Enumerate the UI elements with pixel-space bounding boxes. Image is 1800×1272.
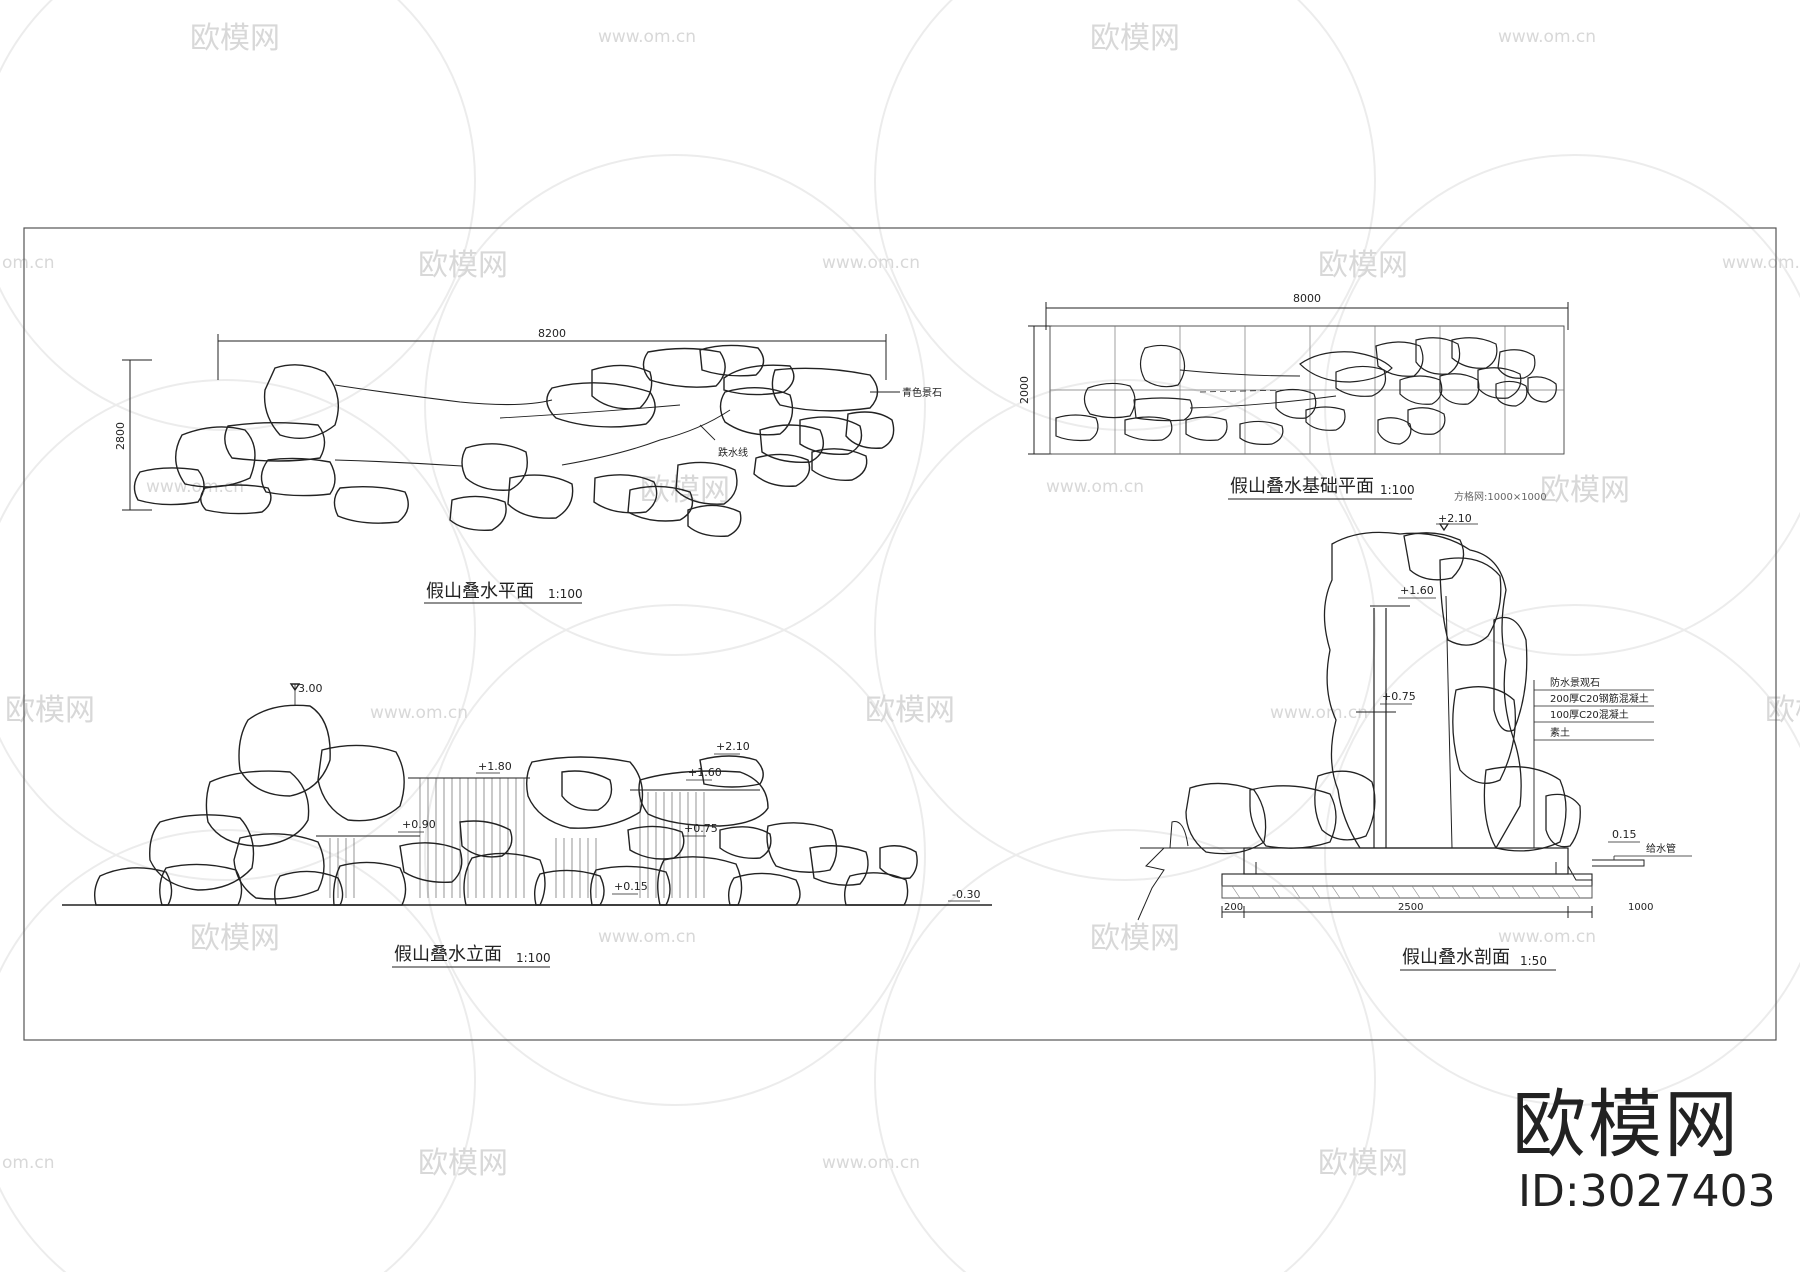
section-note-4: 素土 (1550, 726, 1570, 739)
watermark-brand: 欧模网 (190, 921, 280, 956)
watermark-site: www.om.cn (370, 703, 468, 723)
section-dim-3: 1000 (1628, 902, 1653, 913)
elev-level-180: +1.80 (478, 760, 512, 773)
foundation-labels: 8000 2000 假山叠水基础平面 1:100 方格网:1000×1000 (1018, 292, 1547, 503)
watermark-brand: 欧模网 (1090, 921, 1180, 956)
watermark-site: www.om.cn (598, 27, 696, 47)
watermarks: 欧模网 欧模网 欧模网 欧模网 欧模网 欧模网 欧模网 欧模网 欧模网 欧模网 … (5, 21, 1800, 1181)
foundation-scale: 1:100 (1380, 483, 1415, 497)
watermark-brand: 欧模网 (5, 693, 95, 728)
elev-level-090: +0.90 (402, 818, 436, 831)
watermark-brand: 欧模网 (418, 248, 508, 283)
plan-label-stone: 青色景石 (902, 386, 942, 399)
elev-level-075: +0.75 (684, 822, 718, 835)
watermark-site-short: om.cn (2, 253, 55, 273)
plan-title: 假山叠水平面 (426, 581, 534, 602)
watermark-site: www.om.cn (822, 253, 920, 273)
section-dim-1: 200 (1224, 902, 1243, 913)
plan-dim-width: 8200 (538, 327, 566, 340)
section-title: 假山叠水剖面 (1402, 947, 1510, 968)
section-level-015: 0.15 (1612, 828, 1637, 841)
section-scale: 1:50 (1520, 954, 1547, 968)
watermark-brand: 欧模网 (418, 1146, 508, 1181)
foundation-dim-width: 8000 (1293, 292, 1321, 305)
plan-view (122, 334, 900, 537)
brand-id: ID:3027403 (1518, 1166, 1776, 1217)
elevation-view (62, 683, 992, 906)
watermark-brand: 欧模网 (1540, 473, 1630, 508)
plan-dim-height: 2800 (114, 422, 127, 450)
section-view (1137, 523, 1692, 921)
elev-level-160: +1.60 (688, 766, 722, 779)
section-pipe-label: 给水管 (1646, 842, 1676, 855)
elevation-labels: 3.00 +2.10 +1.80 +1.60 +0.90 +0.75 +0.15… (298, 682, 980, 968)
section-note-2: 200厚C20钢筋混凝土 (1550, 692, 1649, 705)
elevation-scale: 1:100 (516, 951, 551, 965)
watermark-site: www.om.cn (1498, 27, 1596, 47)
section-note-3: 100厚C20混凝土 (1550, 708, 1629, 721)
watermark-site: www.om.cn (822, 1153, 920, 1173)
foundation-dim-height: 2000 (1018, 376, 1031, 404)
plan-scale: 1:100 (548, 587, 583, 601)
watermark-brand: 欧模网 (1318, 1146, 1408, 1181)
plan-labels: 8200 2800 青色景石 跌水线 假山叠水平面 1:100 (114, 327, 942, 604)
watermark-site: www.om.cn (1722, 253, 1800, 273)
watermark-brand: 欧模网 (1090, 21, 1180, 56)
section-labels: +2.10 +1.60 +0.75 0.15 防水景观石 200厚C20钢筋混凝… (1224, 512, 1676, 971)
elev-level-210: +2.10 (716, 740, 750, 753)
watermark-site: www.om.cn (146, 477, 244, 497)
sheet-border (23, 227, 1777, 1041)
elev-level-300: 3.00 (298, 682, 323, 695)
section-level-160: +1.60 (1400, 584, 1434, 597)
section-note-1: 防水景观石 (1550, 676, 1600, 689)
watermark-site: www.om.cn (1270, 703, 1368, 723)
watermark-brand: 欧模网 (190, 21, 280, 56)
section-level-210: +2.10 (1438, 512, 1472, 525)
section-level-075: +0.75 (1382, 690, 1416, 703)
foundation-grid-note: 方格网:1000×1000 (1454, 490, 1547, 503)
elevation-title: 假山叠水立面 (394, 944, 502, 965)
foundation-title: 假山叠水基础平面 (1230, 476, 1374, 497)
watermark-brand: 欧模网 (1318, 248, 1408, 283)
watermark-sites: www.om.cn www.om.cn www.om.cn www.om.cn … (2, 27, 1800, 1173)
watermark-site: www.om.cn (598, 927, 696, 947)
foundation-view (1028, 302, 1569, 455)
watermark-site: www.om.cn (1046, 477, 1144, 497)
watermark-brand: 欧模网 (865, 693, 955, 728)
section-dim-2: 2500 (1398, 902, 1423, 913)
watermark-site: www.om.cn (1498, 927, 1596, 947)
elev-level-m030: -0.30 (952, 888, 980, 901)
watermark-brand: 欧模网 (1765, 693, 1800, 728)
elev-level-015: +0.15 (614, 880, 648, 893)
watermark-site-short: om.cn (2, 1153, 55, 1173)
brand-logo-text: 欧模网 (1512, 1082, 1740, 1168)
plan-label-water: 跌水线 (718, 446, 748, 459)
